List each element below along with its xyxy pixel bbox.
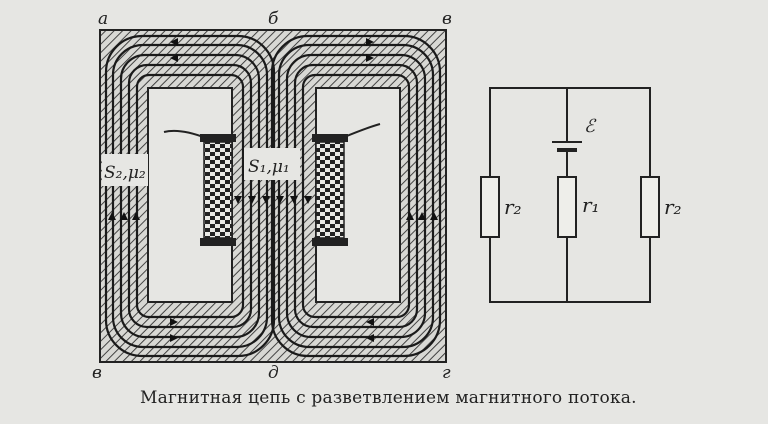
flux-lines-right <box>270 34 442 358</box>
left-coil <box>200 134 236 246</box>
corner-label-v-bottom: в <box>92 363 102 383</box>
flux-arrows <box>108 38 438 342</box>
emf-source <box>552 141 582 152</box>
corner-label-b: б <box>268 9 279 29</box>
core-label-side: S₂,μ₂ <box>104 163 146 183</box>
resistor-right <box>640 176 660 238</box>
corner-label-d: д <box>268 363 279 383</box>
corner-label-a: а <box>98 9 108 29</box>
emf-label: ℰ <box>584 116 597 137</box>
corner-label-g: г <box>442 363 451 383</box>
corner-label-v-top: в <box>442 9 452 29</box>
coil-lead-left <box>163 129 207 139</box>
r-right-label: r₂ <box>664 195 682 219</box>
side-label-bg <box>102 154 148 186</box>
coil-lead-right <box>341 123 381 139</box>
r-center-label: r₁ <box>582 193 600 217</box>
figure-caption: Магнитная цепь с разветвлением магнитног… <box>140 388 637 408</box>
resistor-center <box>557 176 577 238</box>
right-coil <box>312 134 348 246</box>
r-left-label: r₂ <box>504 195 522 219</box>
core-label-center: S₁,μ₁ <box>248 157 290 177</box>
resistor-left <box>480 176 500 238</box>
center-label-bg <box>244 148 300 180</box>
